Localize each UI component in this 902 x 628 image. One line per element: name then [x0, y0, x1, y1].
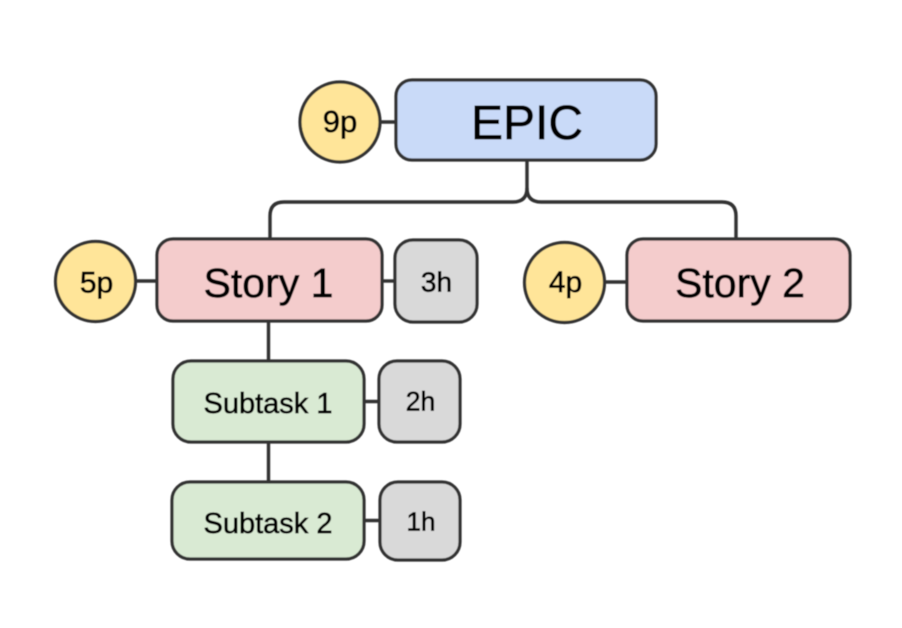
svg-text:Story 2: Story 2 [675, 260, 805, 306]
svg-text:5p: 5p [80, 267, 113, 300]
svg-text:EPIC: EPIC [471, 97, 583, 150]
svg-text:1h: 1h [407, 507, 436, 537]
svg-text:Subtask 1: Subtask 1 [204, 388, 333, 420]
svg-text:3h: 3h [421, 267, 452, 298]
svg-text:2h: 2h [406, 387, 435, 417]
svg-text:Subtask 2: Subtask 2 [204, 508, 333, 540]
svg-text:9p: 9p [323, 104, 357, 139]
svg-text:4p: 4p [549, 266, 582, 299]
svg-text:Story 1: Story 1 [204, 260, 334, 306]
